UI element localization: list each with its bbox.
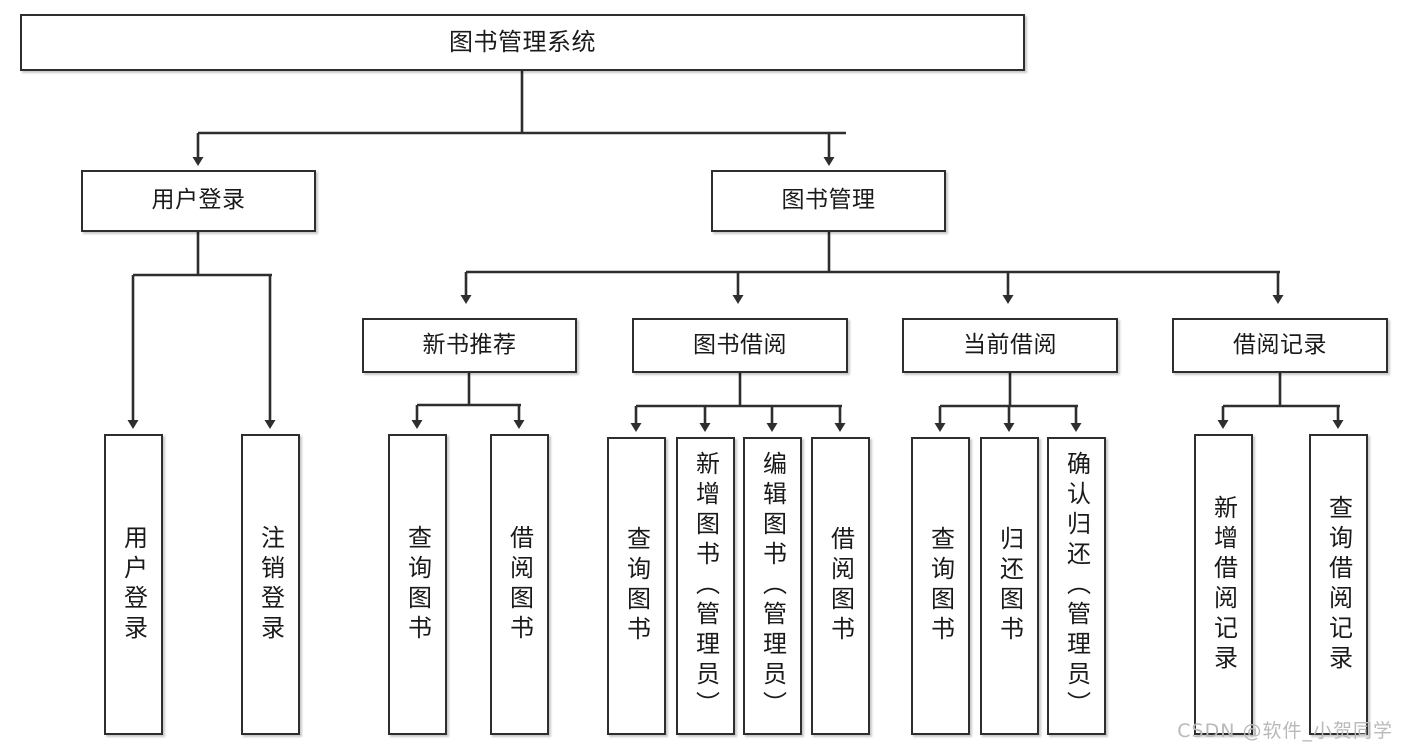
node-leaf-borrow-book-1-label: 借阅图书 <box>505 524 534 645</box>
node-leaf-confirm-return[interactable]: 确认归还（管理员） <box>1047 437 1106 735</box>
node-leaf-query-book-1[interactable]: 查询图书 <box>388 434 447 735</box>
node-leaf-query-book-1-label: 查询图书 <box>403 524 432 645</box>
node-leaf-add-record[interactable]: 新增借阅记录 <box>1194 434 1253 735</box>
node-leaf-query-record[interactable]: 查询借阅记录 <box>1309 434 1368 735</box>
node-leaf-query-book-3[interactable]: 查询图书 <box>911 437 970 735</box>
node-leaf-query-book-2-label: 查询图书 <box>622 526 651 646</box>
node-leaf-return-book[interactable]: 归还图书 <box>980 437 1039 735</box>
node-borrow-record[interactable]: 借阅记录 <box>1172 318 1388 373</box>
node-leaf-add-record-label: 新增借阅记录 <box>1209 494 1238 675</box>
node-leaf-return-book-label: 归还图书 <box>995 526 1024 646</box>
node-leaf-query-book-2[interactable]: 查询图书 <box>607 437 666 735</box>
node-leaf-query-record-label: 查询借阅记录 <box>1324 494 1353 675</box>
node-new-book-recommend-label: 新书推荐 <box>422 331 517 358</box>
node-leaf-user-logout-label: 注销登录 <box>256 524 285 645</box>
node-leaf-edit-book[interactable]: 编辑图书（管理员） <box>743 437 802 735</box>
node-leaf-user-login-label: 用户登录 <box>119 524 148 645</box>
node-leaf-add-book-label: 新增图书（管理员） <box>691 451 720 721</box>
node-book-manage[interactable]: 图书管理 <box>711 170 946 232</box>
node-book-borrow[interactable]: 图书借阅 <box>632 318 848 373</box>
node-user-login[interactable]: 用户登录 <box>81 170 316 232</box>
node-leaf-edit-book-label: 编辑图书（管理员） <box>758 451 787 721</box>
node-leaf-user-logout[interactable]: 注销登录 <box>241 434 300 735</box>
node-new-book-recommend[interactable]: 新书推荐 <box>362 318 577 373</box>
node-leaf-borrow-book-1[interactable]: 借阅图书 <box>490 434 549 735</box>
node-current-borrow[interactable]: 当前借阅 <box>902 318 1118 373</box>
node-leaf-borrow-book-2[interactable]: 借阅图书 <box>811 437 870 735</box>
node-leaf-confirm-return-label: 确认归还（管理员） <box>1062 451 1091 721</box>
node-leaf-query-book-3-label: 查询图书 <box>926 526 955 646</box>
node-book-borrow-label: 图书借阅 <box>693 331 787 358</box>
node-book-manage-label: 图书管理 <box>781 187 876 214</box>
node-root-system[interactable]: 图书管理系统 <box>20 14 1025 71</box>
node-borrow-record-label: 借阅记录 <box>1233 331 1327 358</box>
node-leaf-add-book[interactable]: 新增图书（管理员） <box>676 437 735 735</box>
node-user-login-label: 用户登录 <box>151 187 246 214</box>
node-leaf-borrow-book-2-label: 借阅图书 <box>826 526 855 646</box>
node-leaf-user-login[interactable]: 用户登录 <box>104 434 163 735</box>
csdn-watermark: CSDN @软件_小贺同学 <box>1177 720 1393 742</box>
node-current-borrow-label: 当前借阅 <box>963 331 1057 358</box>
node-root-system-label: 图书管理系统 <box>449 28 596 57</box>
